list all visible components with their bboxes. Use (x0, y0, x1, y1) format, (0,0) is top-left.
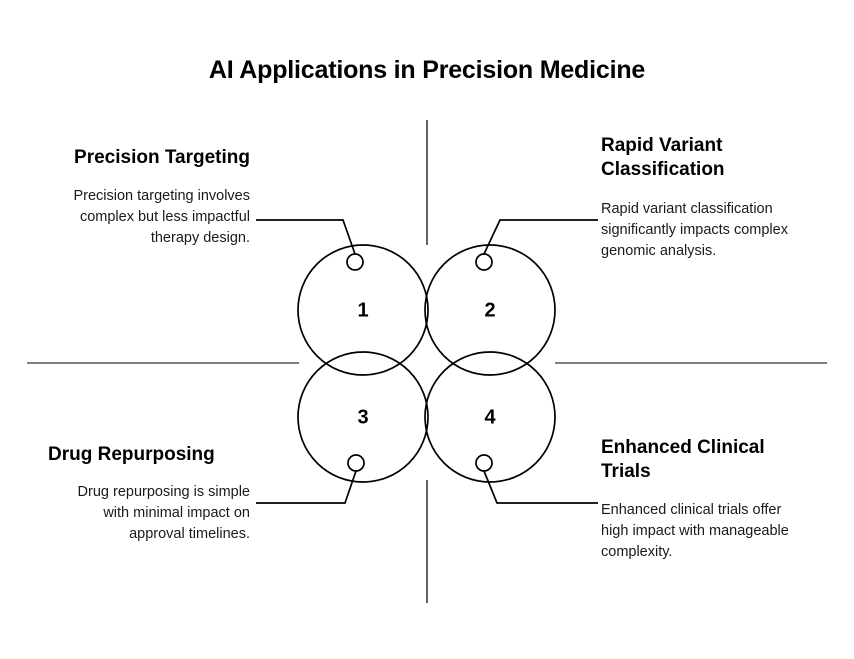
circle-number-3: 3 (357, 406, 368, 428)
quadrant-bottom-left-heading: Drug Repurposing (48, 444, 215, 465)
leader-line-top-left (256, 219, 356, 255)
venn-circle-3 (297, 351, 429, 483)
leader-line-bottom-right (483, 470, 598, 504)
quadrant-bottom-right-heading: Enhanced Clinical Trials (601, 437, 765, 483)
leader-dot-bottom-right (475, 454, 493, 472)
quadrant-top-left-heading: Precision Targeting (74, 147, 250, 168)
leader-dot-top-right (475, 253, 493, 271)
quadrant-top-right: Rapid Variant Classification Rapid varia… (601, 134, 801, 262)
quadrant-top-left-body: Precision targeting involves complex but… (73, 188, 250, 247)
quadrant-bottom-right-body: Enhanced clinical trials offer high impa… (601, 501, 789, 560)
quadrant-bottom-left: Drug Repurposing Drug repurposing is sim… (48, 443, 250, 545)
quadrant-top-right-heading: Rapid Variant Classification (601, 135, 725, 181)
circle-number-1: 1 (357, 299, 368, 321)
quadrant-top-right-body: Rapid variant classification significant… (601, 200, 788, 259)
leader-line-top-right (483, 219, 598, 255)
venn-circle-4 (424, 351, 556, 483)
quadrant-bottom-right: Enhanced Clinical Trials Enhanced clinic… (601, 436, 806, 563)
leader-dot-top-left (346, 253, 364, 271)
venn-circle-1 (297, 244, 429, 376)
circle-number-4: 4 (484, 406, 496, 428)
quadrant-top-left: Precision Targeting Precision targeting … (62, 146, 250, 249)
page-title: AI Applications in Precision Medicine (208, 56, 646, 84)
circle-number-2: 2 (484, 299, 495, 321)
venn-circle-2 (424, 244, 556, 376)
leader-line-bottom-left (256, 470, 357, 504)
leader-dot-bottom-left (347, 454, 365, 472)
quadrant-bottom-left-body: Drug repurposing is simple with minimal … (77, 484, 250, 543)
